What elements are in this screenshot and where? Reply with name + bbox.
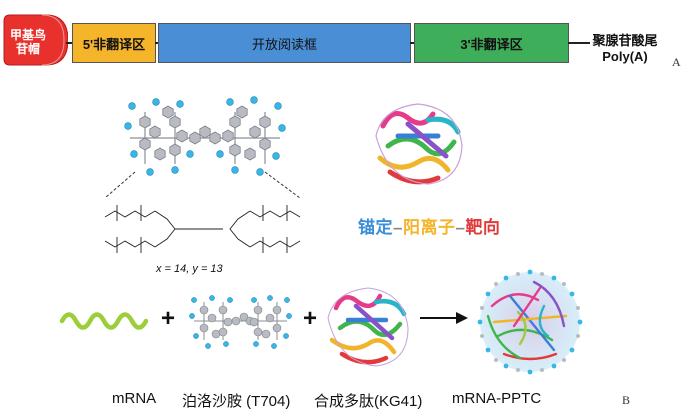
label-mrna-pptc: mRNA-PPTC — [452, 390, 542, 407]
assembly-arrow — [420, 312, 468, 324]
plus-sign-1: + — [161, 305, 176, 332]
panel-letter-b: B — [622, 393, 631, 407]
t704-molecule-small — [189, 295, 292, 349]
strategy-separator-1: – — [393, 218, 403, 237]
connector-line-1 — [155, 42, 159, 44]
polya-label-en: Poly(A) — [602, 49, 648, 64]
plus-sign-2: + — [303, 305, 318, 332]
strategy-cation: 阳离子 — [402, 218, 456, 237]
polya-tail-line — [568, 42, 590, 44]
polya-label: 聚腺苷酸尾 Poly(A) — [590, 33, 660, 65]
cap-label: 甲基鸟苷帽 — [9, 28, 46, 56]
strategy-separator-2: – — [455, 218, 466, 237]
kg41-protein-ribbon-top — [375, 103, 463, 185]
t704-formula-parameters: x = 14, y = 13 — [156, 263, 223, 275]
strategy-anchor: 锚定 — [358, 218, 393, 237]
label-mrna: mRNA — [112, 390, 157, 407]
polya-label-cn: 聚腺苷酸尾 — [592, 33, 658, 48]
orf-segment: 开放阅读框 — [158, 23, 411, 63]
label-t704: 泊洛沙胺 (T704) — [182, 393, 291, 410]
anchor-cation-targeting-strategy: 锚定–阳离子–靶向 — [358, 213, 500, 238]
panel-letter-a: A — [672, 55, 681, 69]
strategy-targeting: 靶向 — [465, 218, 501, 237]
mrna-pptc-nanoparticle — [477, 269, 583, 375]
t704-chemical-formula-diagram — [104, 205, 301, 253]
mrna-strand-icon — [59, 312, 149, 330]
connector-line-2 — [410, 42, 415, 44]
t704-molecule-structure — [124, 96, 286, 176]
dashed-guide-lines — [104, 171, 301, 199]
methyl-guanosine-cap: 甲基鸟苷帽 — [2, 11, 68, 69]
utr5-segment: 5'非翻译区 — [72, 23, 156, 63]
kg41-protein-ribbon-bottom — [327, 287, 409, 367]
utr3-segment: 3'非翻译区 — [414, 23, 569, 63]
connector-line-cap — [66, 42, 74, 44]
label-kg41: 合成多肽(KG41) — [314, 393, 423, 410]
